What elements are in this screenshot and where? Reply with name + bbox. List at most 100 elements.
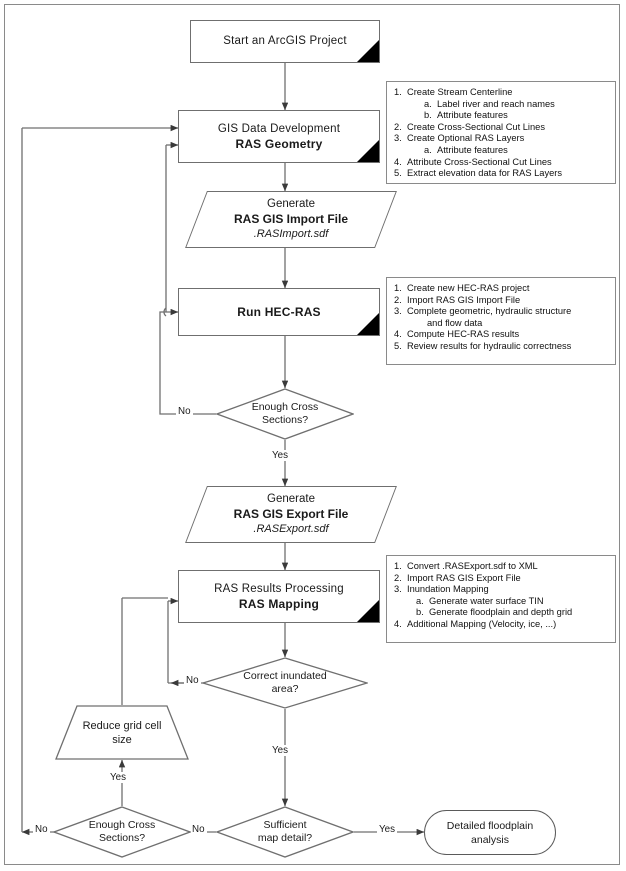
node-ras-mapping-line1: RAS Results Processing [214,582,344,595]
note-item-marker: 2. [394,121,402,132]
note-item-text: and flow data [427,317,483,328]
diamond-shape [216,388,354,440]
note-item-marker [414,318,427,330]
node-run-hec-ras[interactable]: Run HEC-RAS [178,288,380,336]
note-item-text: Convert .RASExport.sdf to XML [407,561,538,571]
node-map-detail-line2: map detail? [257,832,313,844]
node-ras-mapping-line2: RAS Mapping [238,596,320,611]
note-item-text: Import RAS GIS Export File [407,572,521,583]
note-mapping-steps: 1. Convert .RASExport.sdf to XML 2. Import … [386,555,616,643]
node-export-line1: Generate [267,493,315,505]
note-list-item: 5.Review results for hydraulic correctne… [394,341,609,353]
node-decision-enough-cross-sections-1[interactable]: Enough Cross Sections? [216,388,354,440]
node-xs2-line2: Sections? [98,832,146,844]
trapezoid-shape [55,705,189,760]
edge-label-detail-yes: Yes [377,824,397,835]
node-ras-gis-export-file[interactable]: Generate RAS GIS Export File .RASExport.… [185,486,397,543]
note-item-marker: 2. [394,572,402,583]
note-item-marker: 4. [394,618,402,629]
note-item-marker: 3. [394,584,402,595]
edge-label-xs2-no-left: No [33,824,50,835]
node-final-line1: Detailed floodplain [446,819,534,832]
diamond-shape [202,657,368,709]
node-detailed-floodplain-analysis[interactable]: Detailed floodplain analysis [424,810,556,855]
note-list-item: 3. Complete geometric, hydraulic structur… [394,306,609,318]
node-import-line1: Generate [267,198,315,210]
note-item-marker: 2. [394,294,402,305]
edge-label-area-yes: Yes [270,745,290,756]
note-item-text: Create new HEC-RAS project [407,283,530,293]
note-mapping-list: 1. Convert .RASExport.sdf to XML 2. Import … [394,561,609,631]
node-import-line2: RAS GIS Import File [233,212,348,226]
note-list-item: b. Attribute features [394,110,609,122]
note-item-text: Complete geometric, hydraulic structure [407,306,572,317]
note-list-item: 5. Extract elevation data for RAS Layers [394,168,609,180]
edge-label-xs1-yes: Yes [270,450,290,461]
note-item-marker: 3. [394,133,402,144]
node-reduce-grid-line1: Reduce grid cell [82,719,162,732]
node-export-line3: .RASExport.sdf [253,523,329,535]
edge-label-xs2-no-right: No [190,824,207,835]
edge-label-reduce-yes: Yes [108,772,128,783]
note-list-item: 4. Additional Mapping (Velocity, ice, ...… [394,619,609,631]
node-ras-gis-import-file[interactable]: Generate RAS GIS Import File .RASImport.… [185,191,397,248]
note-list-item: 2. Import RAS GIS Import File [394,295,609,307]
note-item-text: Attribute features [437,144,508,155]
note-item-text: Extract elevation data for RAS Layers [407,168,563,179]
node-decision-enough-cross-sections-2[interactable]: Enough Cross Sections? [53,806,191,858]
note-list-item: a.Generate water surface TIN [394,596,609,608]
note-item-marker: b. [416,607,424,618]
note-list-item: 4.Compute HEC-RAS results [394,329,609,341]
node-ras-geometry-line2: RAS Geometry [235,136,323,151]
node-import-line3: .RASImport.sdf [253,228,329,240]
note-item-marker: 5. [394,168,402,179]
note-item-marker: 4. [394,156,402,167]
note-item-marker: 1. [394,561,402,571]
corner-fold-icon [357,313,379,335]
note-item-marker: b. [424,110,432,121]
node-ras-geometry[interactable]: GIS Data Development RAS Geometry [178,110,380,163]
diamond-shape [216,806,354,858]
diamond-shape [53,806,191,858]
corner-fold-icon [357,40,379,62]
node-start-label: Start an ArcGIS Project [223,35,347,47]
note-item-text: Create Stream Centerline [407,87,513,97]
note-list-item: 1.Create new HEC-RAS project [394,283,609,295]
note-item-text: Attribute Cross-Sectional Cut Lines [407,156,552,167]
note-list-item: 1. Convert .RASExport.sdf to XML [394,561,609,573]
node-reduce-grid-line2: size [112,733,132,746]
node-run-hec-ras-label: Run HEC-RAS [237,304,321,319]
note-list-item: and flow data [394,318,609,330]
note-item-text: Generate floodplain and depth grid [429,607,573,618]
node-xs2-line1: Enough Cross [88,819,156,831]
note-item-text: Label river and reach names [437,98,555,109]
node-decision-correct-inundated-area[interactable]: Correct inundated area? [202,657,368,709]
note-item-text: Attribute features [437,110,508,121]
note-item-text: Create Cross-Sectional Cut Lines [407,121,545,132]
note-list-item: 4. Attribute Cross-Sectional Cut Lines [394,157,609,169]
note-item-marker: 4. [394,329,402,340]
note-item-marker: 3. [394,306,402,317]
note-item-text: Import RAS GIS Import File [407,294,521,305]
note-item-marker: a. [424,144,432,155]
note-item-text: Generate water surface TIN [429,595,544,606]
node-ras-mapping[interactable]: RAS Results Processing RAS Mapping [178,570,380,623]
edge-label-xs1-no: No [176,406,193,417]
note-list-item: a. Label river and reach names [394,99,609,111]
node-xs1-line1: Enough Cross [251,401,319,413]
node-reduce-grid-cell-size[interactable]: Reduce grid cell size [55,705,189,760]
node-decision-sufficient-map-detail[interactable]: Sufficient map detail? [216,806,354,858]
corner-fold-icon [357,600,379,622]
note-item-marker: a. [424,98,432,109]
note-list-item: a. Attribute features [394,145,609,157]
diagram-border [4,4,620,865]
note-item-marker: 5. [394,340,402,351]
node-start[interactable]: Start an ArcGIS Project [190,20,380,63]
note-item-text: Additional Mapping (Velocity, ice, ...) [407,618,557,629]
node-xs1-line2: Sections? [261,414,309,426]
node-map-detail-line1: Sufficient [263,819,307,831]
